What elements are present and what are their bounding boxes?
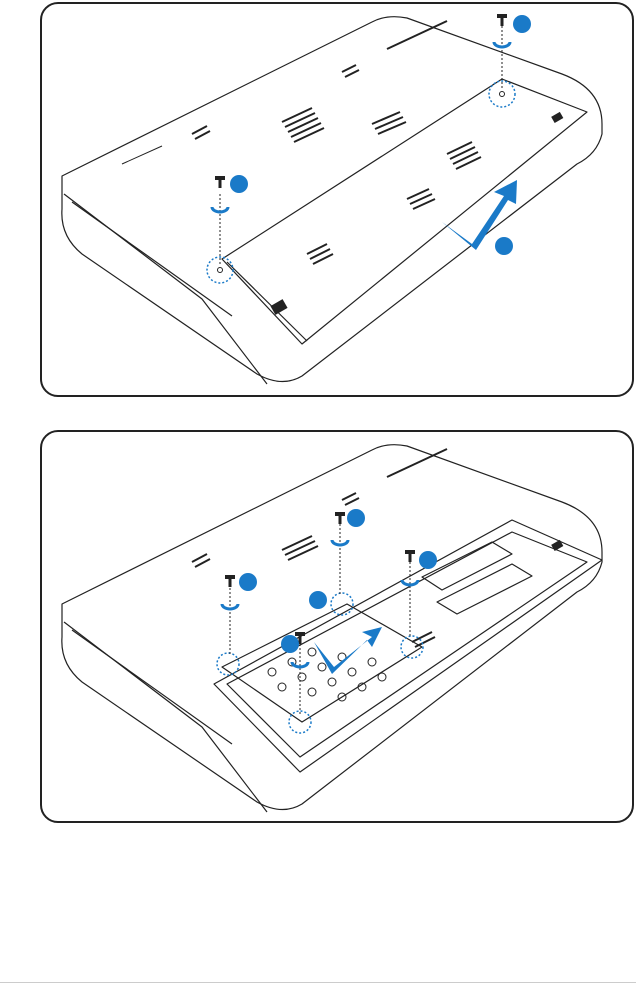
figure-panel-hdd-removal (40, 430, 634, 823)
screw-icon (335, 512, 345, 524)
screw-hole-left (207, 257, 233, 283)
screw-icon (225, 575, 235, 587)
laptop-body-outline (62, 17, 602, 382)
step-badge (419, 551, 437, 569)
vent-grilles (192, 21, 481, 264)
laptop-front-edge (64, 194, 267, 384)
hdd-tray-holes (268, 648, 386, 701)
step-badge (281, 635, 299, 653)
cover-edge-line (227, 262, 307, 341)
figure-panel-cover-removal (40, 2, 634, 397)
step-badge (513, 15, 531, 33)
laptop-hdd-illustration (42, 432, 634, 823)
laptop-side-edge (72, 202, 232, 316)
step-badge (309, 591, 327, 609)
step-badge (347, 509, 365, 527)
screw-icon (405, 550, 415, 562)
laptop-side-edge (72, 630, 232, 744)
laptop-front-edge (64, 622, 267, 812)
laptop-body-outline (62, 445, 602, 810)
memory-slot (437, 564, 532, 614)
step-badge (239, 573, 257, 591)
open-compartment (214, 520, 602, 772)
step-badge (495, 237, 513, 255)
lift-arrow-icon (314, 627, 382, 674)
laptop-underside-illustration (42, 4, 634, 397)
footer-rule (0, 982, 636, 983)
screw-icon (497, 14, 507, 26)
memory-slot (422, 542, 512, 590)
rubber-foot (551, 112, 563, 123)
step-badge (230, 175, 248, 193)
screw-icon (215, 176, 225, 188)
guide-lines (230, 524, 410, 714)
latch-slot (122, 146, 162, 164)
